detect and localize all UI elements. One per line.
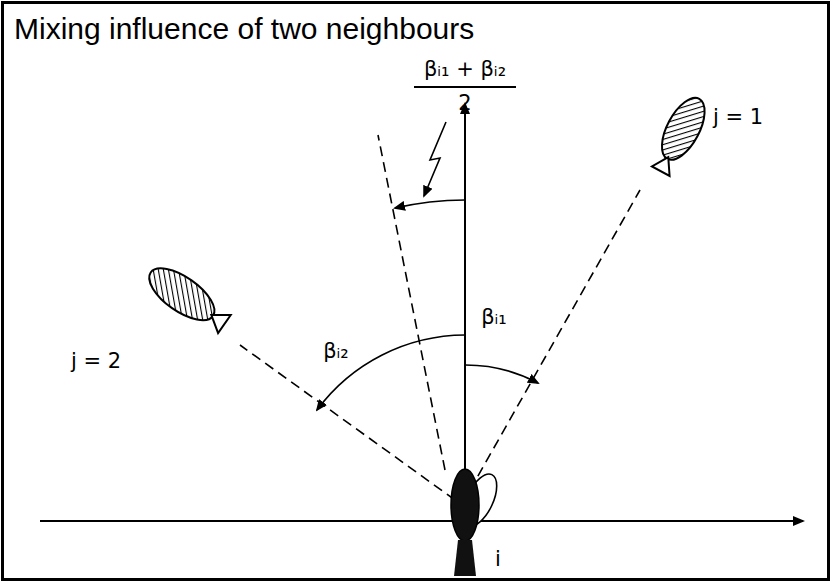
direction-line — [240, 345, 455, 500]
fish-j2 — [141, 259, 234, 338]
angle-formula: βᵢ₁ + βᵢ₂ — [424, 58, 506, 81]
angle-arc — [465, 365, 538, 383]
y-axis — [464, 104, 466, 521]
angle-arc — [317, 335, 465, 410]
fish-label: i — [495, 548, 501, 571]
angle-label: βᵢ₂ — [323, 340, 349, 363]
pointer-arrow — [424, 122, 446, 196]
fish-label: j = 1 — [713, 106, 763, 129]
fish-j1 — [647, 91, 714, 178]
x-axis — [40, 520, 803, 522]
fish-label: j = 2 — [71, 350, 121, 373]
angle-label: βᵢ₁ — [481, 306, 507, 329]
direction-line — [470, 190, 640, 490]
angle-arc — [395, 200, 465, 208]
figure-title: Mixing influence of two neighbours — [14, 12, 474, 45]
bisector-line — [378, 135, 445, 470]
angle-formula: 2 — [458, 92, 471, 115]
fish-i — [451, 469, 504, 576]
fraction-bar — [414, 86, 516, 88]
